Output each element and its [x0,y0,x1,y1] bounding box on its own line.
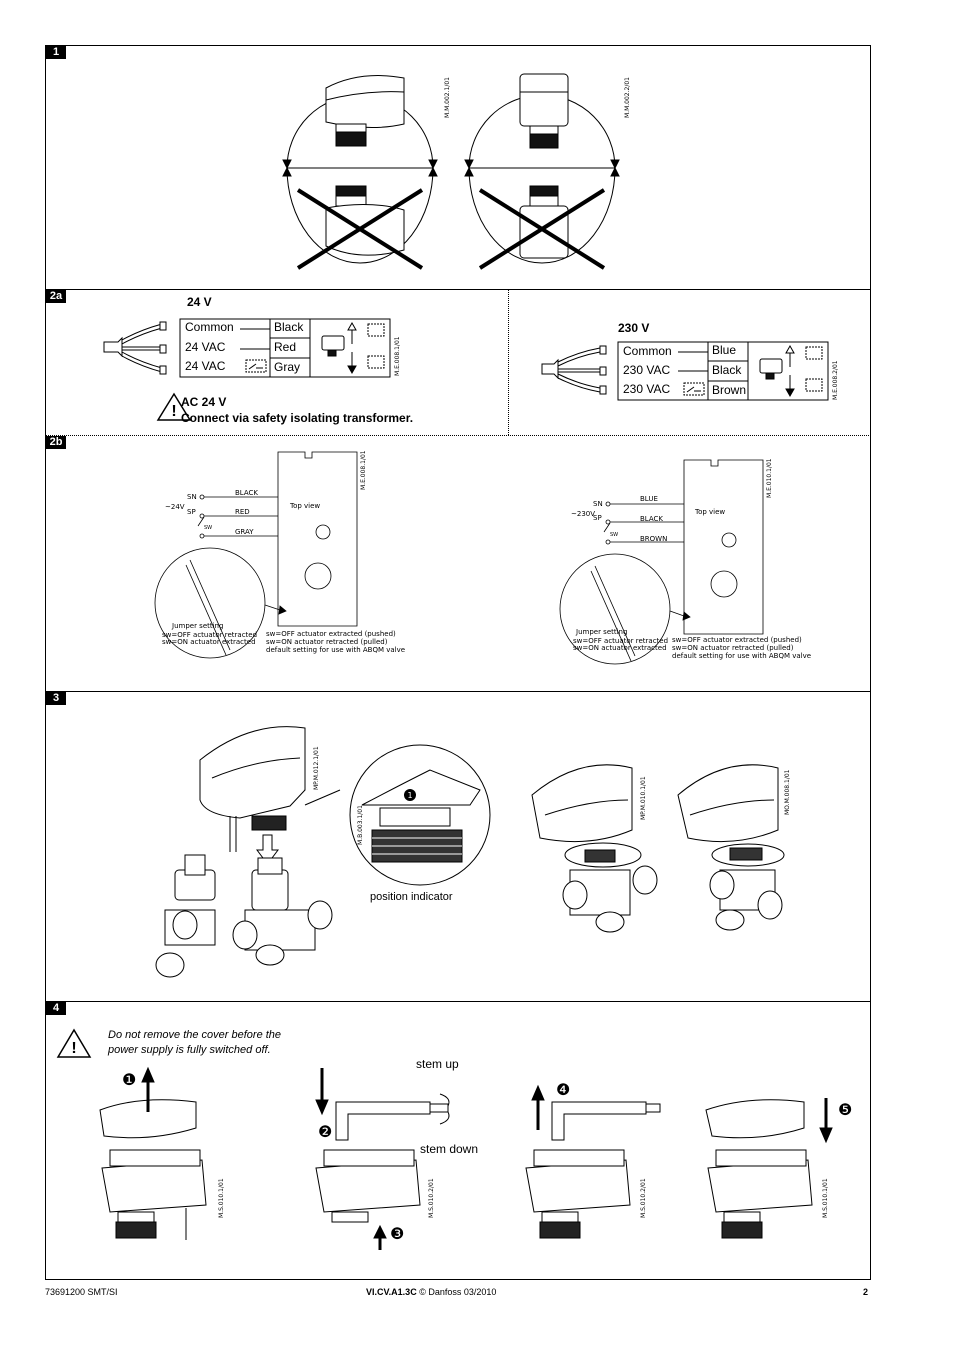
switch-label: SW [204,525,213,531]
wire-label: BLACK [640,515,664,523]
warning-title: AC 24 V [181,395,227,409]
footer-center: VI.CV.A1.3C © Danfoss 03/2010 [366,1287,496,1297]
stem-up-label: stem up [416,1057,459,1071]
section-label-4: 4 [46,1002,66,1015]
wire-color-label: Brown [712,383,747,397]
footer-code: VI.CV.A1.3C [366,1287,417,1297]
terminal-label: Common [623,344,672,358]
top-view-label: Top view [695,508,726,516]
wire-color-label: Red [274,340,297,354]
voltage-label-230v: 230 V [618,321,650,335]
divider [508,290,509,435]
page-frame [45,45,871,1280]
step-marker: ❶ [122,1072,137,1089]
terminal-label: Common [185,320,234,334]
jumper-label: Jumper setting [172,622,224,630]
note-line: default setting for use with ABQM valve [266,646,406,654]
supply-label: ~24V [165,503,185,511]
wire-color-label: Blue [712,343,737,357]
divider [45,691,871,692]
terminal-label: 230 VAC [623,382,671,396]
section-label-2a: 2a [46,290,66,303]
terminal-sp: SP [187,508,196,516]
footer-docnumber: 73691200 SMT/SI [45,1287,118,1297]
wire-color-label: Black [712,363,742,377]
supply-label: ~230V [571,510,596,518]
svg-text:!: ! [171,403,176,420]
wire-label: BROWN [640,535,668,543]
wire-label: BLACK [235,489,259,497]
wire-color-label: Gray [274,360,301,374]
divider [45,1001,871,1002]
svg-text:1: 1 [407,791,412,800]
terminal-sp: SP [593,514,602,522]
section-label-2b: 2b [46,436,66,449]
figure-code: M.S.010.1/01 [822,1178,829,1218]
switch-label: SW [610,532,619,538]
terminal-sn: SN [593,500,603,508]
step-marker: ❸ [390,1226,405,1243]
jumper-off-label: sw=OFF actuator retracted [573,637,669,645]
svg-text:!: ! [71,1040,76,1057]
note-line: sw=ON actuator retracted (pulled) [672,644,794,652]
terminal-label: 24 VAC [185,359,226,373]
step-marker: ❺ [838,1102,853,1119]
wire-label: BLUE [640,495,658,503]
stem-down-label: stem down [420,1142,479,1156]
page-number: 2 [863,1287,869,1297]
cover-warning: Do not remove the cover before the power… [108,1029,282,1056]
step-marker: ❹ [556,1082,571,1099]
position-indicator-label: position indicator [370,891,453,903]
jumper-off-label: sw=OFF actuator retracted [162,631,258,639]
terminal-label: 230 VAC [623,363,671,377]
step-marker: ❷ [318,1124,333,1141]
note-line: sw=ON actuator retracted (pulled) [266,638,388,646]
figure-code: M.S.010.1/01 [218,1178,225,1218]
jumper-label: Jumper setting [576,628,628,636]
note-line: sw=OFF actuator extracted (pushed) [672,636,802,644]
wire-color-label: Black [274,320,304,334]
wire-label: GRAY [235,528,254,536]
section-label-1: 1 [46,46,66,59]
note-line: default setting for use with ABQM valve [672,652,812,660]
section-label-3: 3 [46,692,66,705]
figure-code: M.S.010.2/01 [640,1178,647,1218]
terminal-sn: SN [187,493,197,501]
voltage-label-24v: 24 V [187,295,212,309]
figure-code: M.S.010.2/01 [428,1178,435,1218]
wire-label: RED [235,508,250,516]
warning-text: Connect via safety isolating transformer… [181,411,414,425]
jumper-on-label: sw=ON actuator extracted [162,638,256,646]
divider [45,289,871,290]
terminal-label: 24 VAC [185,340,226,354]
top-view-label: Top view [290,502,321,510]
divider [45,435,871,436]
note-line: sw=OFF actuator extracted (pushed) [266,630,396,638]
jumper-on-label: sw=ON actuator extracted [573,644,667,652]
footer-copyright: © Danfoss 03/2010 [419,1287,497,1297]
